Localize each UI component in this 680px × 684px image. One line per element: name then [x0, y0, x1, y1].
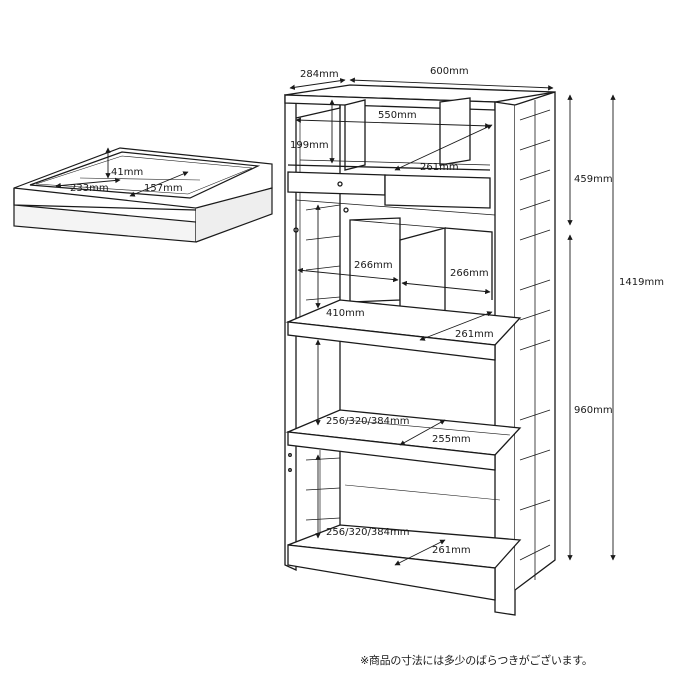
shelf-dimension-lines [289, 77, 616, 566]
shelf-depth-1-label: 255mm [432, 434, 471, 445]
shelf-adjust-1-label: 256/320/384mm [326, 416, 409, 427]
top-box-depth-label: 261mm [420, 162, 459, 173]
lower-section-label: 960mm [574, 405, 613, 416]
mid-depth-label: 261mm [455, 329, 494, 340]
depth-label: 284mm [300, 69, 339, 80]
inner-width-label: 550mm [378, 110, 417, 121]
disclaimer-note: ※商品の寸法には多少のばらつきがございます。 [360, 654, 593, 667]
drawer-height-label: 41mm [111, 167, 143, 178]
shelf-depth-2-label: 261mm [432, 545, 471, 556]
upper-section-label: 459mm [574, 174, 613, 185]
drawer-width-label: 233mm [70, 183, 109, 194]
drawer-depth-label: 157mm [144, 183, 183, 194]
total-height-label: 1419mm [619, 277, 664, 288]
mid-left-label: 266mm [354, 260, 393, 271]
shelf-adjust-2-label: 256/320/384mm [326, 527, 409, 538]
mid-height-label: 410mm [326, 308, 365, 319]
width-label: 600mm [430, 66, 469, 77]
mid-right-label: 266mm [450, 268, 489, 279]
top-height-label: 199mm [290, 140, 329, 151]
drawer-illustration [13, 147, 273, 243]
drawer-dimensions [55, 147, 189, 197]
